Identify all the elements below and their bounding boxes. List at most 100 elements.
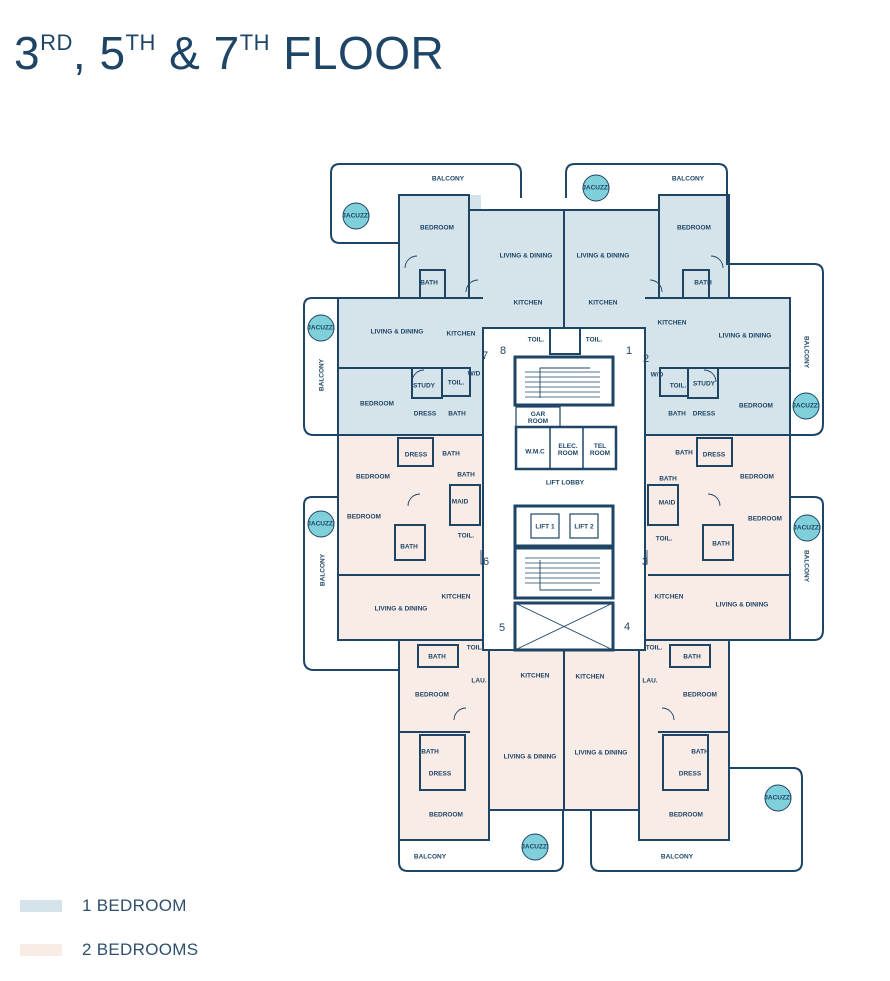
bath-label: BATH	[421, 749, 439, 756]
jacuzzi-icon	[307, 510, 335, 538]
balcony-label: BALCONY	[432, 176, 465, 183]
room-wall	[397, 437, 434, 467]
unit-fill-1br	[564, 210, 659, 348]
jacuzzi-label: JACUZZI	[764, 795, 792, 802]
dress-label: DRESS	[679, 771, 702, 778]
unit-fill-1br	[659, 195, 729, 298]
door-swing	[707, 493, 721, 507]
legend-swatch-two-bedrooms	[20, 944, 62, 956]
bath-label: BATH	[675, 450, 693, 457]
jacuzzi-label: JACUZZI	[307, 521, 335, 528]
bedroom-label: BEDROOM	[748, 516, 782, 523]
balcony-label: BALCONY	[672, 176, 705, 183]
bedroom-label: BEDROOM	[429, 812, 463, 819]
bath-label: BATH	[457, 472, 475, 479]
unit-number: 6	[483, 556, 489, 568]
lift-lobby-label: LIFT LOBBY	[546, 480, 585, 487]
balcony-label: BALCONY	[319, 358, 326, 391]
bath-label: BATH	[691, 749, 709, 756]
balcony-outline	[398, 810, 564, 872]
living-dining-label: LIVING & DINING	[371, 329, 424, 336]
jacuzzi-icon	[793, 514, 821, 542]
unit-fill-2br	[564, 650, 639, 810]
bedroom-label: BEDROOM	[360, 401, 394, 408]
toilet-label: TOIL.	[528, 337, 545, 344]
door-swing	[407, 493, 421, 507]
maid-label: MAID	[452, 499, 469, 506]
kitchen-label: KITCHEN	[576, 674, 605, 681]
jacuzzi-icon	[307, 314, 335, 342]
bath-label: BATH	[442, 451, 460, 458]
bedroom-label: BEDROOM	[740, 474, 774, 481]
study-label: STUDY	[413, 383, 436, 390]
bath-label: BATH	[428, 654, 446, 661]
living-dining-label: LIVING & DINING	[719, 333, 772, 340]
unit-fill-2br	[489, 650, 564, 810]
lift-1	[530, 513, 560, 539]
stair-treads	[525, 557, 600, 584]
toilet-label: TOIL.	[586, 337, 603, 344]
balcony-label: BALCONY	[802, 336, 809, 369]
staircase	[513, 355, 615, 407]
kitchen-label: KITCHEN	[447, 331, 476, 338]
unit-number: 3	[642, 556, 648, 568]
balcony-outline	[303, 496, 399, 671]
unit-number: 4	[624, 621, 630, 633]
room-wall	[419, 734, 466, 791]
balcony-outline	[790, 496, 824, 641]
bath-label: BATH	[712, 541, 730, 548]
bedroom-label: BEDROOM	[683, 692, 717, 699]
door-swing	[661, 707, 675, 721]
door-swing	[465, 279, 479, 293]
legend-two-bedrooms: 2 BEDROOMS	[20, 940, 198, 960]
unit-fill-2br	[338, 435, 483, 640]
bath-label: BATH	[694, 280, 712, 287]
dress-label: DRESS	[703, 452, 726, 459]
unit-fill-2br	[645, 435, 790, 640]
kitchen-label: KITCHEN	[514, 300, 543, 307]
unit-number: 8	[500, 345, 506, 357]
shaft	[549, 327, 581, 355]
jacuzzi-label: JACUZZI	[582, 185, 610, 192]
toilet-label: TOIL.	[646, 645, 663, 652]
dress-label: DRESS	[693, 411, 716, 418]
living-dining-label: LIVING & DINING	[375, 606, 428, 613]
living-dining-label: LIVING & DINING	[504, 754, 557, 761]
kitchen-label: KITCHEN	[442, 594, 471, 601]
room-wall	[662, 734, 709, 791]
room-wall	[449, 484, 481, 526]
jacuzzi-icon	[521, 833, 549, 861]
balcony-outline	[303, 297, 338, 436]
bedroom-label: BEDROOM	[356, 474, 390, 481]
door-swing	[453, 707, 467, 721]
living-dining-label: LIVING & DINING	[575, 750, 628, 757]
door-swing	[649, 279, 663, 293]
jacuzzi-icon	[582, 174, 610, 202]
balcony-label: BALCONY	[320, 553, 327, 586]
balconies	[303, 163, 824, 872]
jacuzzi-label: JACUZZI	[521, 844, 549, 851]
jacuzzi-label: JACUZZI	[307, 325, 335, 332]
room-labels: BALCONY BALCONY BALCONY BALCONY BALCONY …	[307, 176, 821, 861]
bedroom-label: BEDROOM	[415, 692, 449, 699]
service-rooms	[514, 425, 618, 471]
balcony-label: BALCONY	[661, 854, 694, 861]
unit-number: 2	[643, 353, 649, 365]
bedroom-label: BEDROOM	[347, 514, 381, 521]
lift-2	[569, 513, 599, 539]
door-swing	[703, 369, 717, 383]
bath-label: BATH	[668, 411, 686, 418]
bath-label: BATH	[683, 654, 701, 661]
jacuzzi-icon	[342, 202, 370, 230]
maid-label: MAID	[659, 500, 676, 507]
stair-treads	[525, 371, 600, 398]
room-wall	[419, 269, 446, 299]
washer-dryer-label: W/D	[651, 372, 664, 379]
page-title: 3RD, 5TH & 7TH FLOOR	[14, 27, 445, 79]
jacuzzi-icon	[764, 784, 792, 812]
bath-label: BATH	[659, 476, 677, 483]
kitchen-label: KITCHEN	[589, 300, 618, 307]
toilet-label: TOIL.	[458, 533, 475, 540]
